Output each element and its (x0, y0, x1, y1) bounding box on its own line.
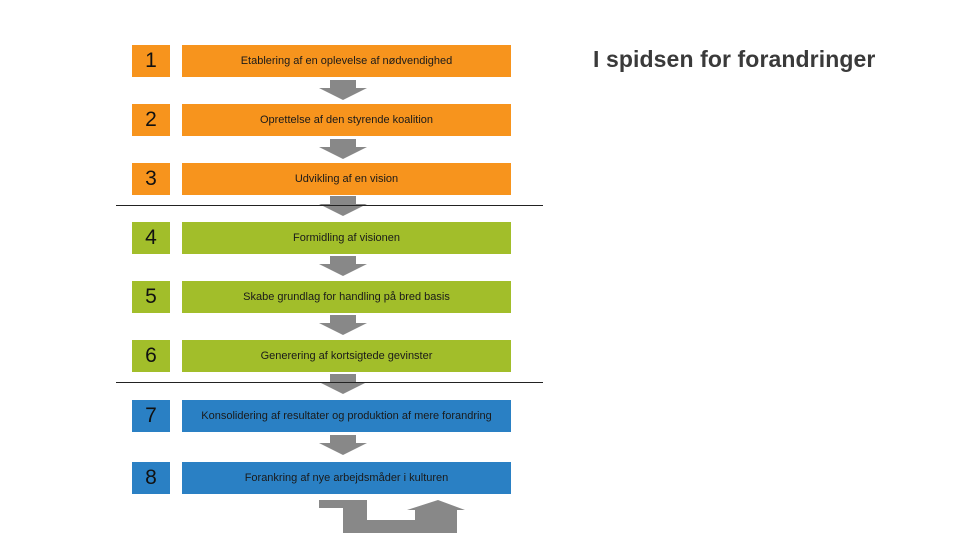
step-number-1: 1 (132, 45, 170, 77)
step-number-8: 8 (132, 462, 170, 494)
step-number-5: 5 (132, 281, 170, 313)
step-box-1: Etablering af en oplevelse af nødvendigh… (182, 45, 511, 77)
step-box-5: Skabe grundlag for handling på bred basi… (182, 281, 511, 313)
phase-divider-line (116, 205, 543, 206)
step-number-3: 3 (132, 163, 170, 195)
down-arrow-icon (319, 374, 367, 394)
page-title: I spidsen for forandringer (593, 46, 876, 72)
step-box-8: Forankring af nye arbejdsmåder i kulture… (182, 462, 511, 494)
step-box-7: Konsolidering af resultater og produktio… (182, 400, 511, 432)
step-number-4: 4 (132, 222, 170, 254)
step-box-3: Udvikling af en vision (182, 163, 511, 195)
step-number-7: 7 (132, 400, 170, 432)
down-arrow-icon (319, 80, 367, 100)
step-box-4: Formidling af visionen (182, 222, 511, 254)
step-box-6: Generering af kortsigtede gevinster (182, 340, 511, 372)
step-box-2: Oprettelse af den styrende koalition (182, 104, 511, 136)
down-arrow-icon (319, 256, 367, 276)
step-number-2: 2 (132, 104, 170, 136)
down-arrow-icon (319, 196, 367, 216)
down-arrow-icon (319, 315, 367, 335)
loop-back-arrow-icon (319, 500, 465, 533)
down-arrow-icon (319, 139, 367, 159)
step-number-6: 6 (132, 340, 170, 372)
down-arrow-icon (319, 435, 367, 455)
phase-divider-line (116, 382, 543, 383)
